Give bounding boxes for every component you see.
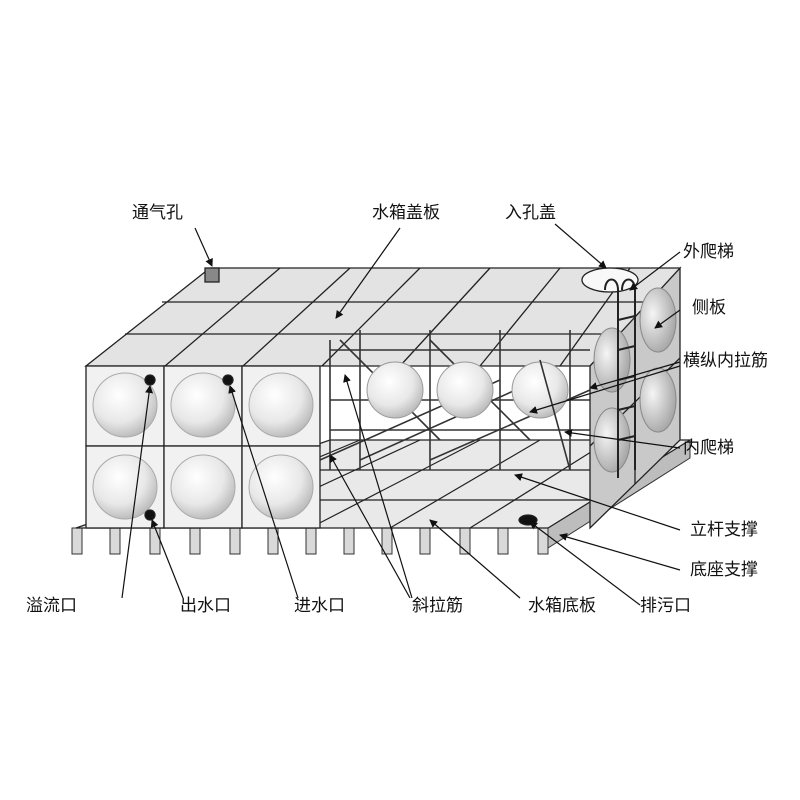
- label-water-inlet: 进水口: [294, 596, 345, 616]
- label-tank-cover-plate: 水箱盖板: [372, 203, 440, 223]
- leader-cover: [335, 227, 401, 319]
- inner-ladder: [539, 359, 571, 471]
- label-inner-ladder: 内爬梯: [683, 438, 734, 458]
- leader-inner-ladder: [564, 429, 681, 449]
- leader-outer-ladder: [629, 251, 681, 291]
- label-overflow-outlet: 溢流口: [26, 596, 77, 616]
- leader-outlet: [150, 519, 184, 599]
- vent-cap: [204, 267, 220, 283]
- label-inner-tie-bars: 横纵内拉筋: [683, 351, 768, 371]
- leader-tie-1: [589, 361, 681, 390]
- leader-manhole: [554, 223, 607, 269]
- leader-tie-2: [529, 365, 681, 414]
- leader-diag-2: [343, 374, 413, 599]
- label-base-support: 底座支撑: [690, 560, 758, 580]
- leader-bottom-plate: [429, 519, 521, 599]
- leader-vent: [194, 227, 213, 267]
- leader-diag-1: [329, 454, 411, 599]
- front-wall: [85, 365, 321, 529]
- leader-lines: [121, 223, 681, 606]
- label-drain-outlet: 排污口: [640, 596, 691, 616]
- label-tank-bottom-plate: 水箱底板: [528, 596, 596, 616]
- leader-inlet: [228, 385, 299, 599]
- label-side-plate: 侧板: [692, 298, 726, 318]
- leader-side-plate: [654, 309, 681, 329]
- leader-drain: [529, 521, 641, 606]
- internal-frame: [319, 330, 591, 471]
- drain-hole: [518, 514, 538, 526]
- leader-overflow: [121, 385, 154, 599]
- outlet-hole: [144, 509, 156, 521]
- inlet-hole: [222, 374, 234, 386]
- leader-vertical-strut: [514, 473, 681, 531]
- overflow-hole: [144, 374, 156, 386]
- label-diagonal-tie-bars: 斜拉筋: [412, 596, 463, 616]
- label-water-outlet: 出水口: [180, 596, 231, 616]
- label-vertical-strut: 立杆支撑: [690, 520, 758, 540]
- leader-base-support: [559, 533, 681, 571]
- label-vent-hole: 通气孔: [132, 203, 183, 223]
- label-manhole-cover: 入孔盖: [505, 203, 556, 223]
- tank-cover-plate: [84, 267, 682, 367]
- label-outer-ladder: 外爬梯: [683, 242, 734, 262]
